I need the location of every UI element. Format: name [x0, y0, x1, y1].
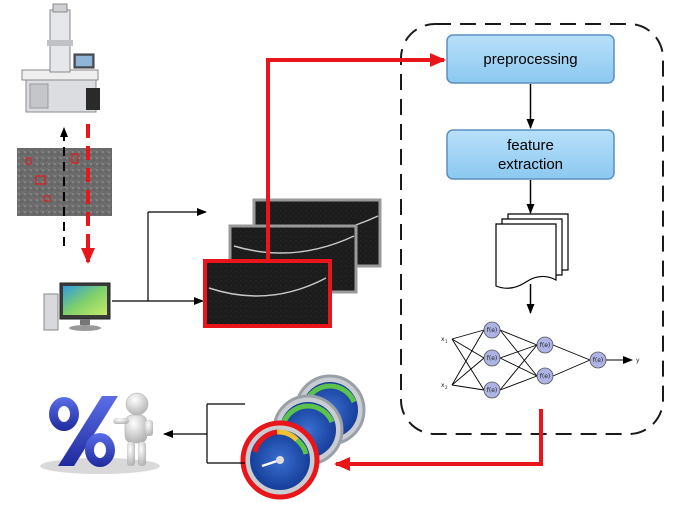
- nn-input-x2: x: [441, 382, 445, 389]
- processing-region: [400, 23, 664, 435]
- nn-output-y: y: [636, 357, 640, 364]
- nn-node-label: f(e): [540, 373, 551, 380]
- preprocessing-label: preprocessing: [483, 51, 577, 68]
- computer-to-stack-connector: [112, 208, 207, 305]
- feature-label-line2: extraction: [498, 156, 563, 173]
- percent-figure-icon: [40, 392, 160, 474]
- nn-node-label: f(e): [540, 342, 551, 349]
- document-stack-icon: [495, 213, 569, 289]
- image-stack-icon: [203, 198, 382, 328]
- neural-network-icon: [451, 329, 633, 391]
- preprocessing-step: preprocessing: [446, 34, 615, 84]
- nn-nodes: f(e) f(e) f(e) f(e) f(e) f(e) x 1 x 2 y: [441, 321, 640, 399]
- computer-icon: [43, 282, 111, 331]
- nn-node-label: f(e): [487, 387, 498, 394]
- nn-input-x1: x: [441, 336, 445, 343]
- microscope-icon: [21, 3, 100, 113]
- nn-input-x2-sub: 2: [445, 385, 448, 390]
- nn-node-label: f(e): [487, 355, 498, 362]
- nn-input-x1-sub: 1: [445, 339, 448, 344]
- arrow-stack-to-preprocessing: [266, 53, 446, 261]
- nn-node-label: f(e): [487, 327, 498, 334]
- feature-label-line1: feature: [507, 137, 554, 154]
- gauge-icon: [240, 374, 366, 500]
- arrow-nn-to-gauges: [334, 409, 543, 471]
- feature-extraction-step: feature extraction: [446, 129, 615, 180]
- gauges-to-result-connector: [163, 403, 245, 464]
- nn-node-label: f(e): [593, 357, 604, 364]
